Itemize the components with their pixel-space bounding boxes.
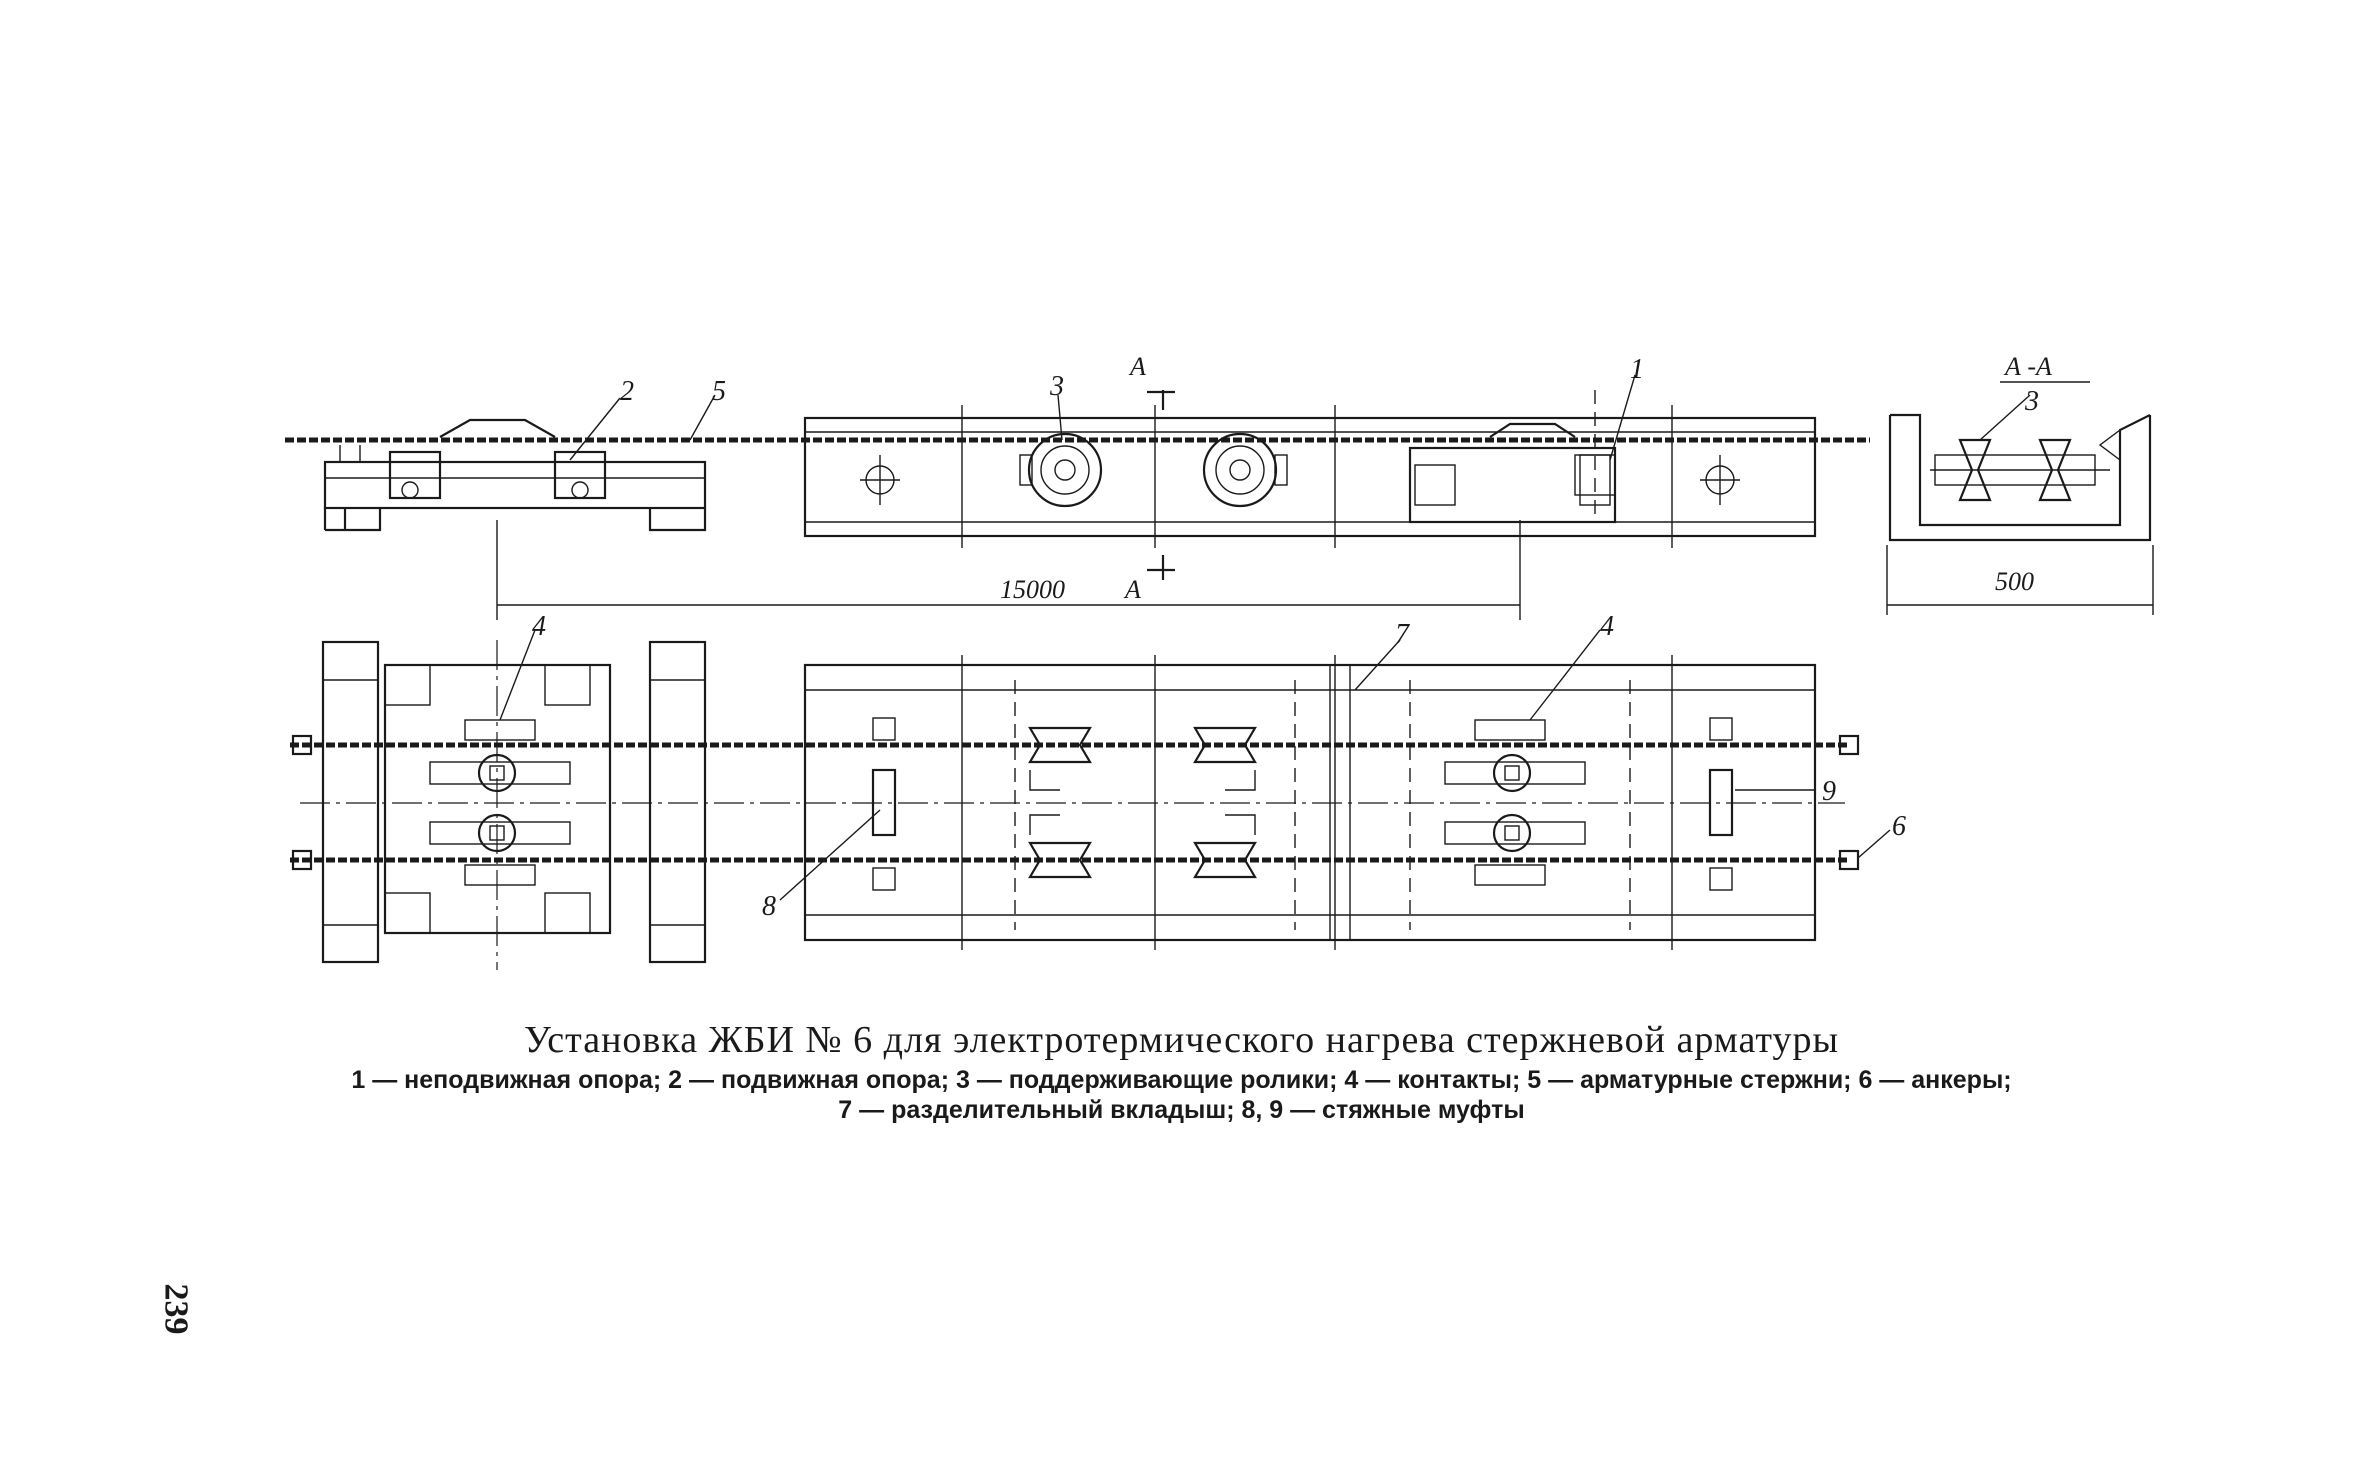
callout-2: 2 bbox=[620, 376, 634, 407]
roller-section-2 bbox=[2038, 438, 2072, 502]
rebar-bend-right bbox=[1489, 422, 1576, 438]
coupling-8 bbox=[871, 768, 897, 837]
page-number: 239 bbox=[157, 1283, 195, 1335]
movable-support-plan bbox=[321, 640, 707, 964]
callout-9: 9 bbox=[1822, 776, 1836, 807]
dimension-length-value: 15000 bbox=[1000, 575, 1065, 604]
anchor-right-1 bbox=[1838, 734, 1860, 756]
callout-6: 6 bbox=[1892, 811, 1906, 842]
section-marker-top: A bbox=[1128, 352, 1146, 381]
callout-3: 3 bbox=[1049, 371, 1064, 402]
coupling-9 bbox=[1708, 768, 1734, 837]
callout-7: 7 bbox=[1395, 619, 1410, 650]
section-label: А -А bbox=[2003, 352, 2052, 381]
contact-right-2 bbox=[1492, 813, 1532, 853]
callout-1: 1 bbox=[1630, 354, 1644, 385]
side-elevation: A A 15000 2 5 3 1 bbox=[285, 352, 1870, 620]
roller-side-1 bbox=[1027, 432, 1103, 508]
separator-insert bbox=[1329, 664, 1351, 941]
section-markers: A A bbox=[1123, 352, 1175, 604]
callout-4a: 4 bbox=[532, 611, 546, 642]
section-marker-bottom: A bbox=[1123, 575, 1141, 604]
plan-view: 4 4 7 8 9 6 bbox=[290, 611, 1906, 970]
roller-plan-3 bbox=[1193, 726, 1257, 764]
main-beam-plan bbox=[803, 655, 1817, 950]
contact-left-1 bbox=[477, 753, 517, 793]
legend-line-1: 1 — неподвижная опора; 2 — подвижная опо… bbox=[351, 1066, 2012, 1094]
anchor-left-1 bbox=[291, 734, 313, 756]
anchor-left-2 bbox=[291, 849, 313, 871]
dimension-width-value: 500 bbox=[1995, 567, 2034, 596]
contact-right-1 bbox=[1492, 753, 1532, 793]
fixed-support-side bbox=[1408, 446, 1617, 524]
callout-4b: 4 bbox=[1600, 611, 1614, 642]
roller-plan-1 bbox=[1028, 726, 1092, 764]
callout-8: 8 bbox=[762, 891, 776, 922]
roller-plan-2 bbox=[1028, 841, 1092, 879]
rebar-bend-left bbox=[439, 418, 556, 438]
roller-side-2 bbox=[1202, 432, 1278, 508]
legend-line-2: 7 — разделительный вкладыш; 8, 9 — стяжн… bbox=[838, 1096, 1525, 1124]
movable-support-side bbox=[323, 445, 707, 532]
main-beam-side bbox=[803, 390, 1817, 548]
roller-plan-4 bbox=[1193, 841, 1257, 879]
roller-section-1 bbox=[1958, 438, 1992, 502]
callout-3b: 3 bbox=[2024, 386, 2039, 417]
callout-5: 5 bbox=[712, 376, 726, 407]
section-a-a: А -А 3 500 bbox=[1886, 352, 2154, 615]
figure-title: Установка ЖБИ № 6 для электротермическог… bbox=[523, 1019, 1840, 1061]
dimension-length: 15000 bbox=[496, 520, 1521, 620]
contact-left-2 bbox=[477, 813, 517, 853]
anchor-right-2 bbox=[1838, 849, 1860, 871]
